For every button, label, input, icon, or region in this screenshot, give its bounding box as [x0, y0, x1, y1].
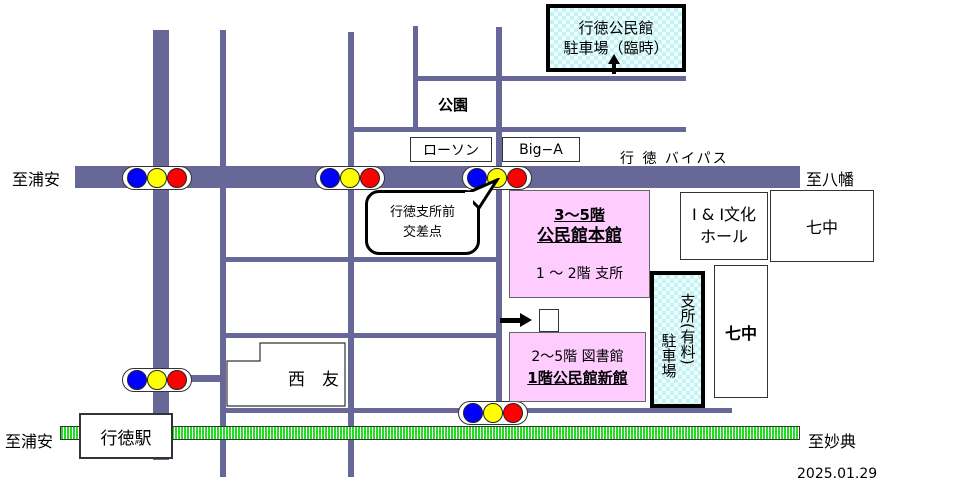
road-vertical-2 [220, 30, 226, 477]
branch-parking-paid: 支所(有料) [678, 293, 697, 365]
temp-parking-line2: 駐車場（臨時） [563, 39, 669, 57]
culture-hall-line2: ホール [699, 227, 748, 246]
bypass-road-name: 行 徳 バイパス [620, 151, 729, 167]
traffic-signal-5 [458, 401, 528, 425]
park-label: 公園 [438, 96, 469, 114]
nishitomo-building[interactable] [226, 342, 346, 408]
main-hall-name: 公民館本館 [537, 226, 622, 246]
dest-west-road: 至浦安 [12, 170, 61, 189]
biga-label: Big−A [519, 141, 563, 158]
traffic-signal-2 [315, 166, 385, 190]
arrow-up-icon [608, 54, 620, 64]
road-vertical-4 [496, 27, 502, 422]
culture-hall-line1: I & I文化 [691, 205, 757, 224]
connector-passage [539, 309, 559, 332]
traffic-signal-4 [122, 368, 192, 392]
road-horizontal-mid1 [222, 257, 502, 262]
road-horizontal-mid2 [222, 333, 502, 338]
gyotoku-station[interactable]: 行徳駅 [79, 413, 173, 459]
branch-parking-label: 駐車場 [659, 333, 678, 378]
callout-line1: 行徳支所前 [389, 204, 455, 220]
callout-pointer [465, 178, 501, 212]
road-vertical-3 [348, 32, 354, 477]
traffic-signal-1 [122, 166, 192, 190]
kominkan-new-hall[interactable]: 2〜5階 図書館 1階公民館新館 [509, 332, 646, 402]
railway-line [60, 426, 800, 440]
main-hall-floors: 3〜5階 [554, 206, 605, 224]
arrow-right-icon [520, 313, 532, 327]
dest-west-rail: 至浦安 [5, 432, 54, 451]
nanachu-top-label: 七中 [805, 218, 838, 237]
road-vertical-west-major [153, 30, 169, 460]
road-park-bottom [353, 127, 686, 132]
lawson-box[interactable]: ローソン [410, 137, 492, 162]
dest-east-rail: 至妙典 [808, 432, 857, 451]
road-vertical-park-west [413, 26, 418, 130]
road-park-top [416, 76, 686, 81]
dest-east-road: 至八幡 [806, 170, 855, 189]
new-hall-name: 1階公民館新館 [527, 369, 628, 387]
lawson-label: ローソン [423, 142, 479, 159]
main-road-bypass [75, 166, 800, 188]
nanachu-top-box[interactable]: 七中 [770, 190, 874, 262]
culture-hall-box[interactable]: I & I文化 ホール [680, 192, 768, 260]
callout-line2: 交差点 [402, 224, 442, 240]
biga-box[interactable]: Big−A [502, 137, 580, 162]
arrow-right-stem [500, 318, 522, 323]
temp-parking-line1: 行徳公民館 [578, 19, 654, 37]
station-label: 行徳駅 [100, 428, 152, 449]
map-date: 2025.01.29 [797, 466, 878, 482]
main-hall-branch: 1 〜 2階 支所 [535, 266, 624, 282]
traffic-signal-3 [462, 166, 532, 190]
new-hall-library: 2〜5階 図書館 [531, 349, 624, 365]
arrow-up-stem [612, 62, 616, 74]
nishitomo-label: 西 友 [288, 370, 339, 390]
intersection-callout: 行徳支所前 交差点 [365, 190, 480, 255]
kominkan-main-hall[interactable]: 3〜5階 公民館本館 1 〜 2階 支所 [509, 190, 650, 298]
nanachu-side-box[interactable]: 七中 [714, 265, 768, 398]
branch-parking-box[interactable]: 支所(有料) 駐車場 [650, 271, 705, 408]
nanachu-side-label: 七中 [724, 323, 757, 343]
